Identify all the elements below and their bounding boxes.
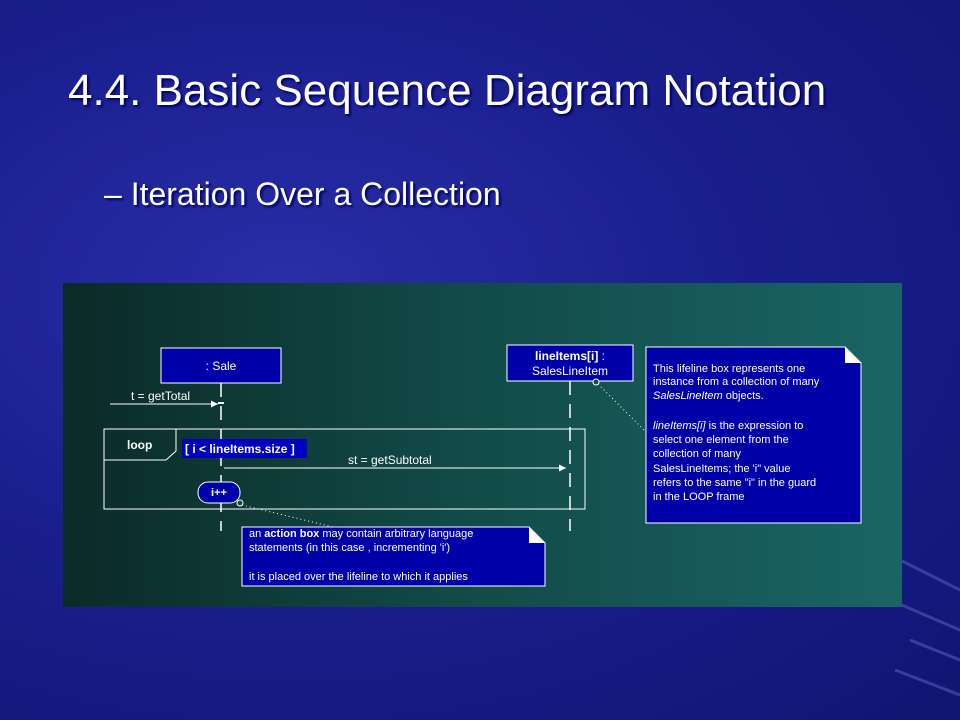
action-note-connector (241, 504, 334, 528)
action-box: i++ (197, 481, 244, 507)
loop-frame: loop [ i < lineItems.size ] (103, 428, 586, 510)
loop-frame-tab (104, 428, 177, 461)
slide-bullet: – Iteration Over a Collection (104, 176, 501, 212)
lineitems-separator: : (598, 349, 605, 363)
action-box-note: an action box may contain arbitrary lang… (241, 526, 546, 587)
get-subtotal-message: st = getSubtotal (224, 453, 566, 472)
lifeline-note-line3-rest: objects. (723, 390, 764, 402)
lifeline-note-line6: collection of many (653, 448, 742, 460)
action-box-label: i++ (211, 487, 227, 499)
lifeline-note-line7: SalesLineItems; the 'i" value (653, 463, 790, 475)
loop-label: loop (127, 438, 152, 452)
get-total-label: t = getTotal (131, 389, 190, 403)
action-note-line2: statements (in this case , incrementing … (249, 542, 450, 554)
lineitems-anchor (592, 378, 600, 386)
action-note-prefix: an (249, 528, 264, 540)
lifeline-note-line4-rest: is the expression to (706, 420, 804, 432)
get-subtotal-label: st = getSubtotal (348, 453, 432, 467)
slide-title: 4.4. Basic Sequence Diagram Notation (68, 66, 827, 115)
action-note-rest: may contain arbitrary language (319, 528, 473, 540)
action-box-note-shape (241, 526, 546, 587)
get-total-message: t = getTotal (110, 389, 218, 408)
action-box-note-fold (529, 527, 545, 543)
loop-guard-box (182, 439, 307, 458)
background-streaks (890, 560, 960, 697)
lifeline-note-line8: refers to the same "i" in the guard (653, 477, 816, 489)
svg-text:lineItems[i] :: lineItems[i] : (535, 349, 605, 363)
lineitems-name: lineItems[i] (535, 349, 598, 363)
lifeline-note-line2: instance from a collection of many (653, 376, 820, 388)
lineitems-type: SalesLineItem (532, 364, 608, 378)
svg-text:SalesLineItem objects.: SalesLineItem objects. (653, 390, 764, 402)
sequence-diagram: : Sale lineItems[i] : SalesLineItem t = … (63, 283, 902, 607)
svg-text:an action box may contain arbi: an action box may contain arbitrary lang… (249, 528, 473, 540)
sale-activation-bar (218, 402, 224, 404)
svg-text:lineItems[i] is the expression: lineItems[i] is the expression to (653, 420, 803, 432)
lifeline-note-connector (597, 383, 648, 434)
sale-lifeline-label: : Sale (206, 359, 237, 373)
lifeline-note-line9: in the LOOP frame (653, 491, 745, 503)
lifeline-note-fold (845, 347, 861, 363)
loop-guard: [ i < lineItems.size ] (185, 442, 295, 456)
loop-frame-box (103, 428, 586, 510)
lifeline-note-line5: select one element from the (653, 434, 789, 446)
lifeline-note-line3-italic: SalesLineItem (653, 390, 723, 402)
lifeline-note-line1: This lifeline box represents one (653, 363, 805, 375)
action-box-anchor (236, 499, 244, 507)
action-note-line3: it is placed over the lifeline to which … (249, 571, 468, 583)
lifeline-note-line4-italic: lineItems[i] (653, 420, 707, 432)
action-note-bold: action box (264, 528, 320, 540)
lifeline-note: This lifeline box represents one instanc… (645, 346, 862, 524)
sale-lifeline: : Sale (160, 347, 282, 531)
action-box-shape (197, 481, 241, 504)
sequence-diagram-canvas: : Sale lineItems[i] : SalesLineItem t = … (103, 344, 862, 587)
lifeline-note-shape (645, 346, 862, 524)
lineitems-lifeline: lineItems[i] : SalesLineItem (506, 344, 634, 531)
